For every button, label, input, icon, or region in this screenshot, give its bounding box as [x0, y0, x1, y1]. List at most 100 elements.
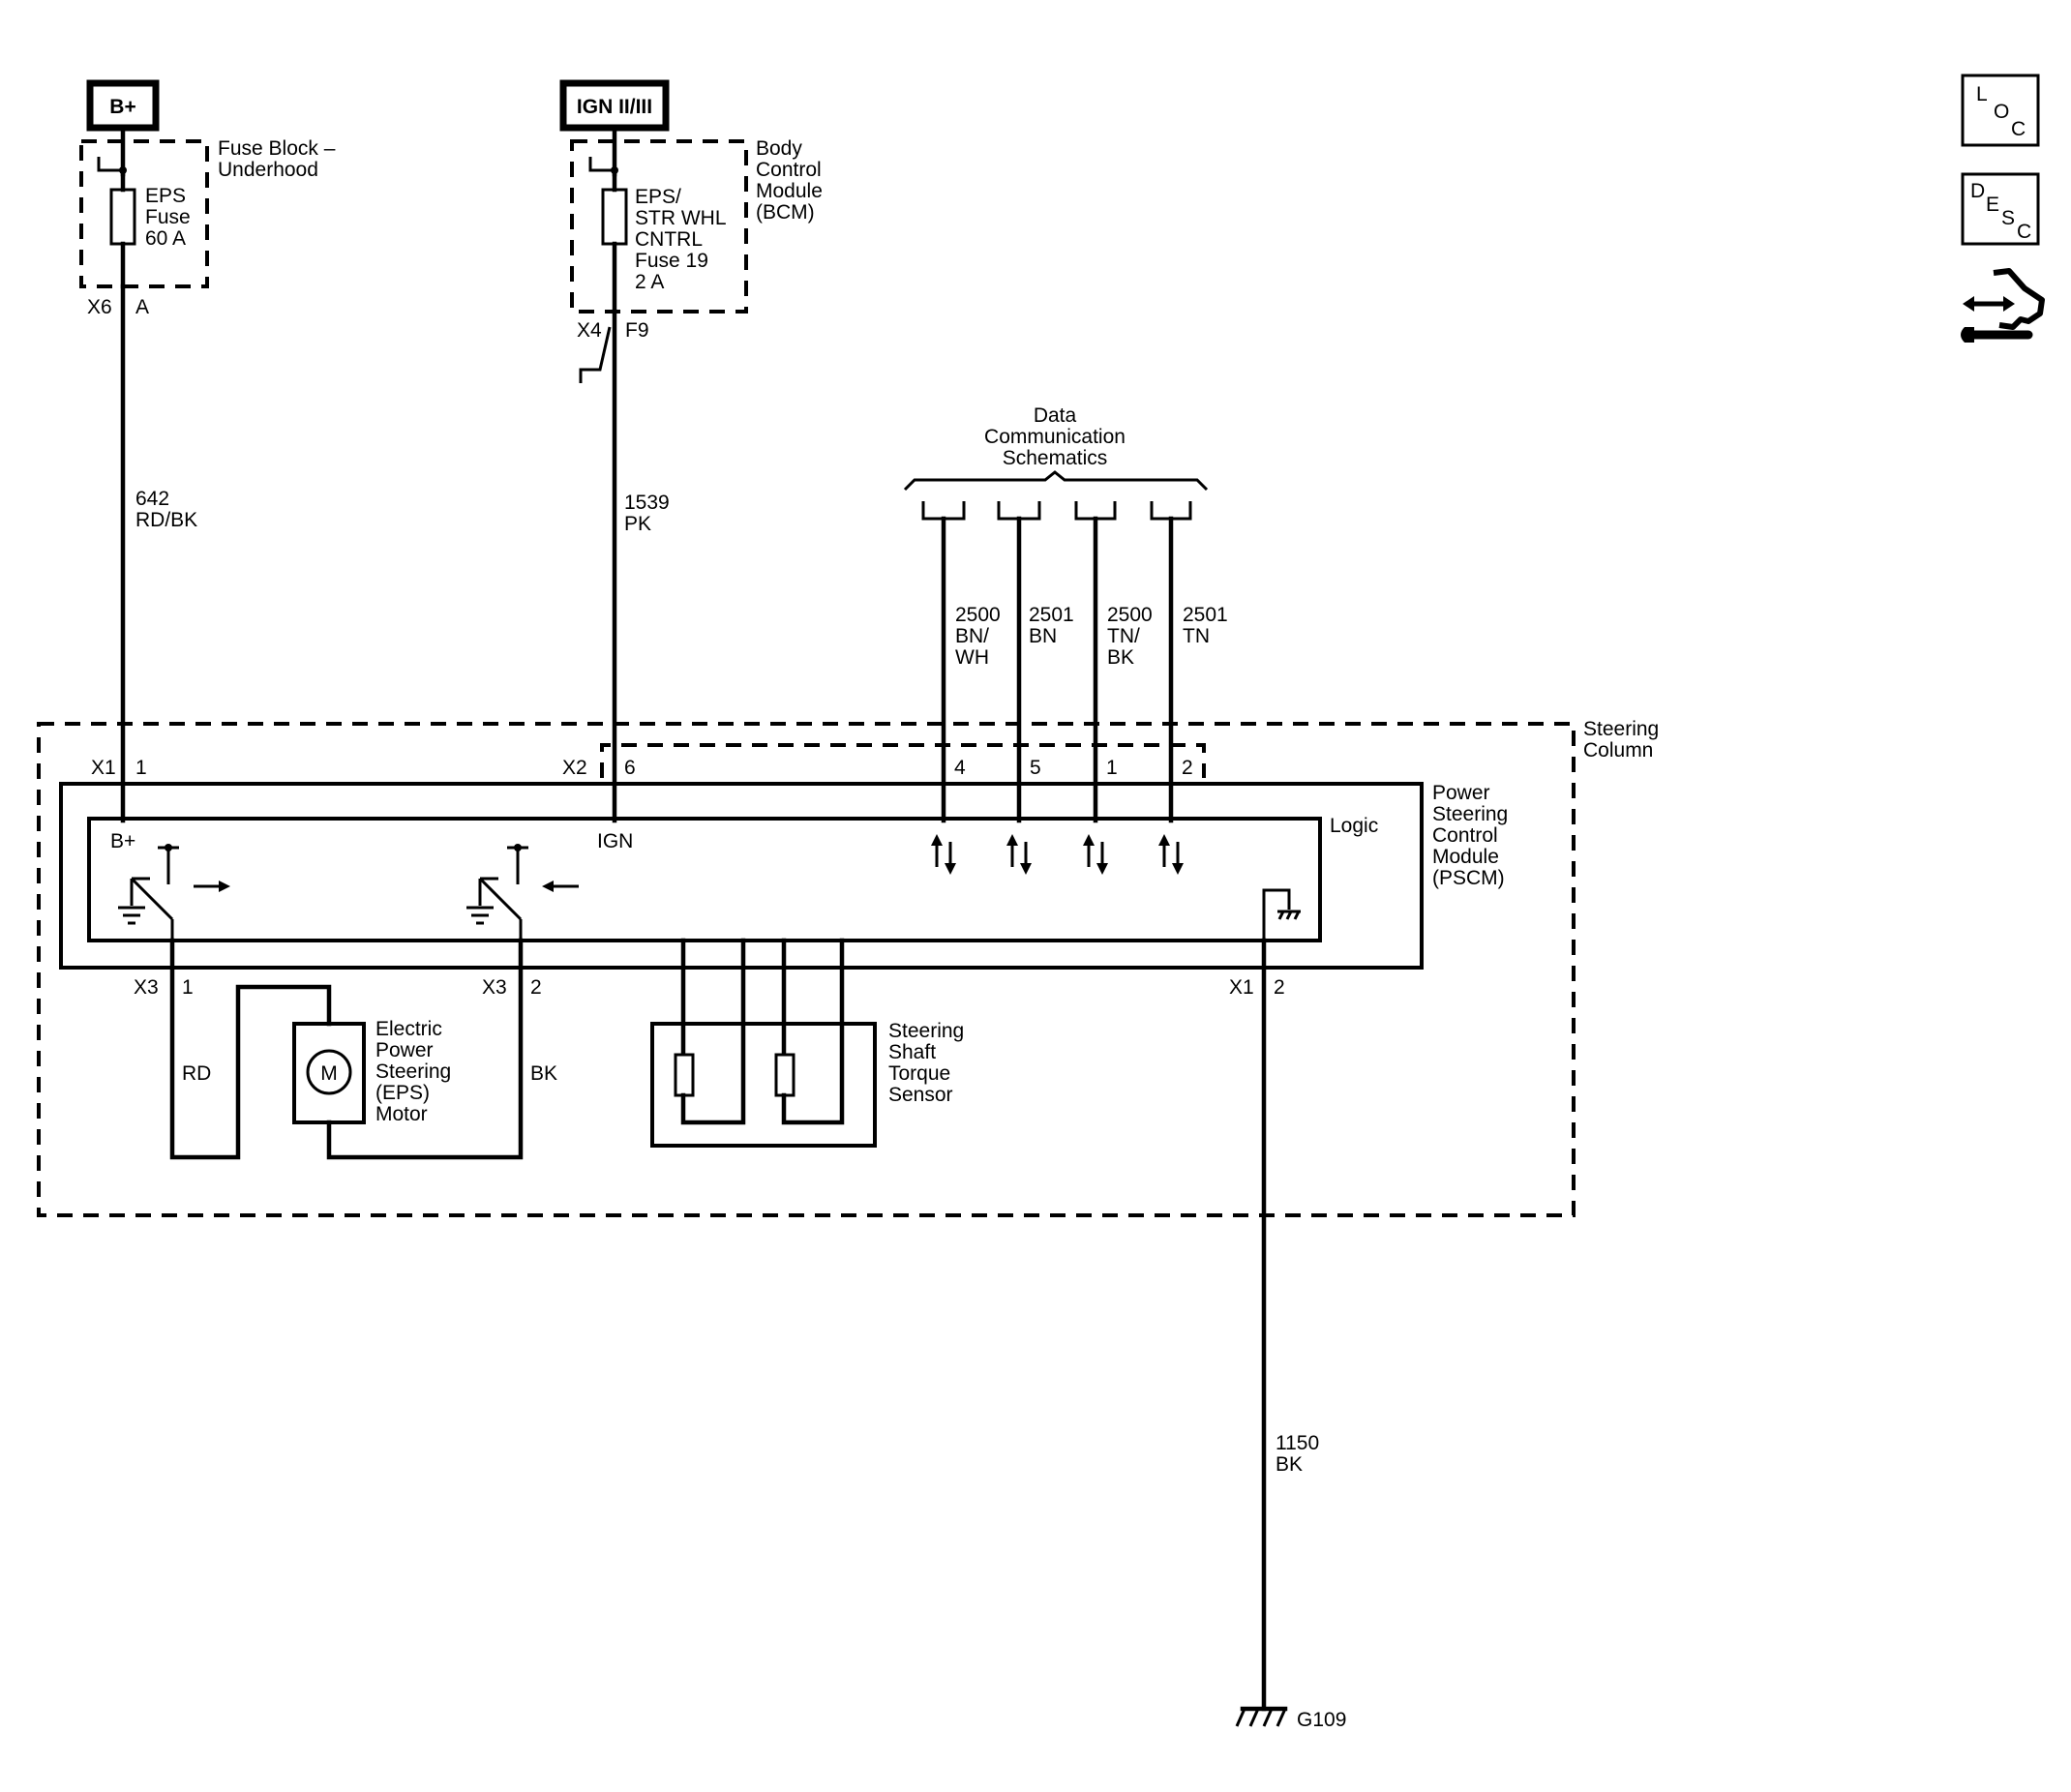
data-comm-label-1: Data [1034, 404, 1077, 427]
loc-letter-c: C [2011, 118, 2026, 140]
ign-source-label: IGN II/III [577, 96, 652, 118]
data-arrow-pin-4 [931, 834, 956, 875]
data-communication-schematics: Data Communication Schematics [903, 404, 1209, 521]
wire-2500b-color-2: BK [1107, 646, 1134, 669]
wire-2501a-color: BN [1029, 625, 1057, 647]
eps-fuse-label-2: Fuse [145, 206, 191, 228]
wire-2500a-color-2: WH [955, 646, 989, 669]
eps-motor-label-4: (EPS) [375, 1082, 430, 1104]
eps-fuse-symbol [109, 188, 136, 246]
x2-pin-5-label: 5 [1030, 757, 1041, 779]
data-comm-label-2: Communication [984, 426, 1126, 448]
x3-connector-2-label: X3 [482, 976, 507, 999]
eps-motor-symbol [306, 1049, 352, 1095]
steering-column-label-2: Column [1583, 739, 1653, 762]
x3-pin-2-label: 2 [530, 976, 542, 999]
bcm-fuse-label-3: CNTRL [635, 228, 703, 251]
wire-2500b-color-1: TN/ [1107, 625, 1140, 647]
torque-sensor-label-3: Torque [888, 1062, 950, 1085]
desc-letter-e: E [1986, 194, 1999, 216]
eps-motor-label-5: Motor [375, 1103, 428, 1125]
bplus-source: B+ [86, 79, 160, 132]
wire-1539-color: PK [624, 513, 651, 535]
x2-pin-2-label: 2 [1182, 757, 1193, 779]
body-control-module: Body Control Module (BCM) EPS/ STR WHL C… [570, 125, 823, 383]
pscm-logic-label: Logic [1330, 815, 1378, 837]
eps-motor-m-label: M [320, 1062, 338, 1085]
pscm-label-3: Control [1432, 824, 1498, 847]
data-comm-brace [903, 470, 1209, 492]
fuse-block-label-2: Underhood [218, 159, 318, 181]
bcm-label-3: Module [756, 180, 823, 202]
bcm-fuse-label-5: 2 A [635, 271, 664, 293]
fuse-block-underhood: Fuse Block – Underhood EPS Fuse 60 A X6 … [79, 125, 336, 318]
data-arrow-pin-2 [1158, 834, 1184, 875]
x6-connector-label: X6 [87, 296, 112, 318]
pscm-label-4: Module [1432, 846, 1499, 868]
data-arrow-pin-1 [1083, 834, 1108, 875]
wire-2500b-number: 2500 [1107, 604, 1153, 626]
x3-pin-1-label: 1 [182, 976, 194, 999]
f9-pin-label: F9 [625, 319, 649, 342]
wire-642-color: RD/BK [135, 509, 197, 531]
wire-2500a-number: 2500 [955, 604, 1001, 626]
description-view-button[interactable]: D E S C [1961, 172, 2040, 246]
data-comm-label-3: Schematics [1003, 447, 1108, 469]
diagnostic-tool-icon[interactable] [1961, 268, 2045, 343]
x4-connector-symbol [579, 326, 612, 383]
x4-connector-label: X4 [577, 319, 602, 342]
eps-str-whl-fuse-symbol [601, 188, 628, 246]
wire-1150-color: BK [1276, 1453, 1303, 1476]
eps-motor-circuit: M RD BK Electric Power Steering (EPS) Mo… [169, 938, 557, 1160]
x2-connector-label: X2 [562, 757, 587, 779]
bcm-fuse-label-2: STR WHL [635, 207, 727, 229]
wire-2501a-number: 2501 [1029, 604, 1074, 626]
desc-letter-s: S [2001, 207, 2015, 229]
ground-g109: G109 [1235, 1706, 1346, 1731]
torque-sensor-label-4: Sensor [888, 1084, 953, 1106]
motor-drive-switch-2 [466, 844, 579, 941]
pscm-label-2: Steering [1432, 803, 1508, 825]
eps-motor-label-2: Power [375, 1039, 434, 1061]
x1-pin-2-label: 2 [1274, 976, 1285, 999]
wire-rd [169, 938, 332, 1160]
location-view-button[interactable]: L O C [1961, 74, 2040, 147]
x6-pin-label: A [135, 296, 149, 318]
wire-1539-number: 1539 [624, 492, 670, 514]
eps-motor-label-3: Steering [375, 1060, 451, 1083]
bplus-source-label: B+ [109, 96, 135, 118]
x1-pin-1-label: 1 [135, 757, 147, 779]
eps-motor-label-1: Electric [375, 1018, 442, 1040]
eps-fuse-label-1: EPS [145, 185, 186, 207]
wire-bk-label: BK [530, 1062, 557, 1085]
wire-2501b-number: 2501 [1183, 604, 1228, 626]
x3-connector-1-label: X3 [134, 976, 159, 999]
eps-motor-box [292, 1022, 366, 1124]
wire-rd-label: RD [182, 1062, 211, 1085]
bcm-label-4: (BCM) [756, 201, 815, 224]
bcm-fuse-label-1: EPS/ [635, 186, 681, 208]
wire-2501b-color: TN [1183, 625, 1210, 647]
data-arrows [931, 834, 1184, 875]
pscm-label-1: Power [1432, 782, 1490, 804]
wire-2500a-color-1: BN/ [955, 625, 989, 647]
data-arrow-pin-5 [1006, 834, 1032, 875]
pscm-chassis-ground-symbol [1262, 888, 1301, 941]
pscm-label-5: (PSCM) [1432, 867, 1505, 889]
ground-g109-label: G109 [1297, 1709, 1346, 1731]
steering-shaft-torque-sensor: Steering Shaft Torque Sensor [650, 938, 964, 1148]
torque-sensor-label-1: Steering [888, 1020, 964, 1042]
pscm-bplus-input-label: B+ [110, 830, 135, 852]
bcm-label-1: Body [756, 137, 802, 160]
loc-letter-l: L [1976, 83, 1988, 105]
x2-pin-1-label: 1 [1106, 757, 1118, 779]
steering-column-boundary [37, 722, 1576, 1217]
eps-fuse-label-3: 60 A [145, 227, 186, 250]
wire-bk [326, 938, 524, 1160]
desc-letter-c: C [2017, 221, 2031, 243]
wire-1150-number: 1150 [1276, 1432, 1319, 1454]
pscm-ign-input-label: IGN [597, 830, 633, 852]
fuse-block-label-1: Fuse Block – [218, 137, 336, 160]
x2-pin-4-label: 4 [954, 757, 966, 779]
